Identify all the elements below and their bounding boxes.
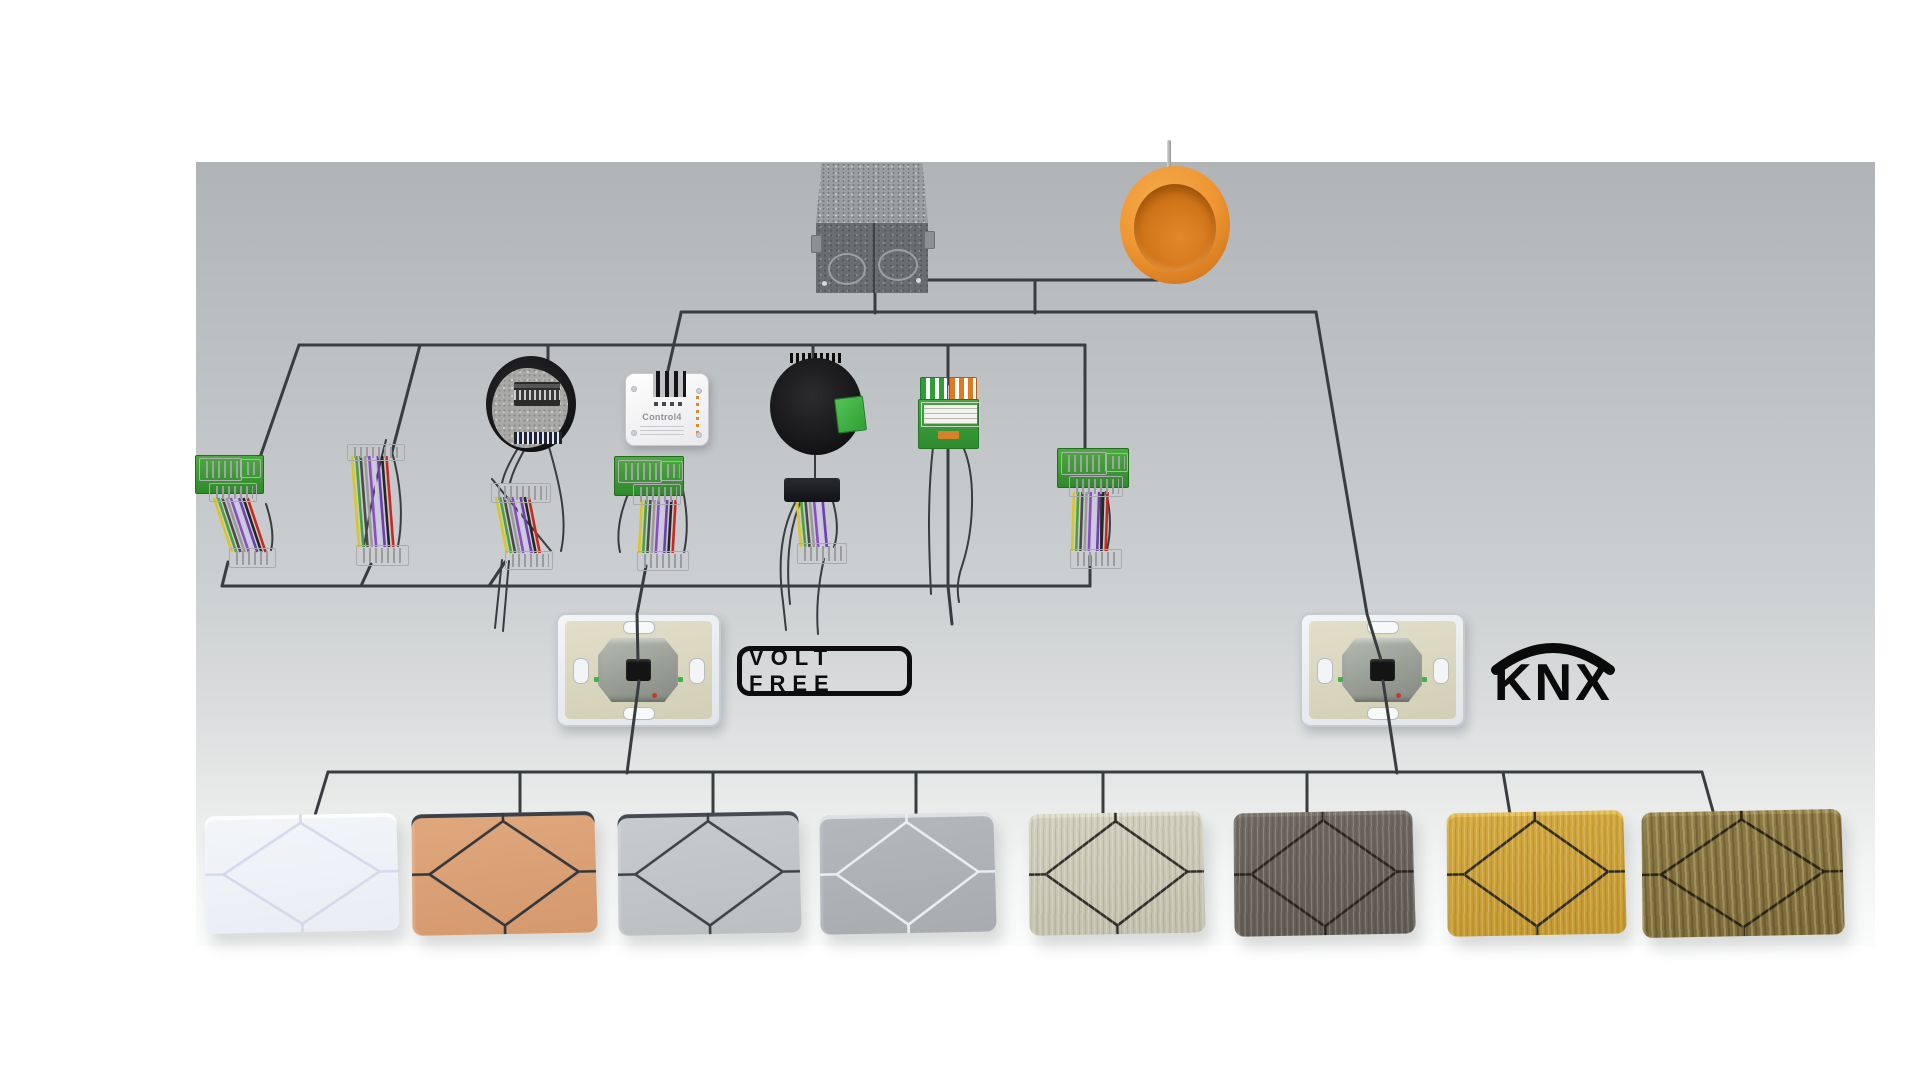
knockout-circle [878, 249, 918, 281]
screw-hole [631, 430, 637, 436]
faceplate-dark-bronze [1233, 810, 1416, 937]
screw-slot-left [1317, 658, 1333, 684]
faceplate-silver-grey [617, 811, 802, 936]
diamond-pattern [205, 813, 400, 934]
screw-hole [822, 281, 827, 286]
screw-slot-right [1433, 658, 1449, 684]
knx-arc [1491, 643, 1615, 675]
red-dot [1396, 693, 1401, 698]
control4-label: Control4 [642, 412, 682, 422]
barcode-label [921, 402, 980, 427]
wire-connector [491, 483, 551, 503]
screw-hole [696, 388, 702, 394]
black-connector-block [784, 478, 840, 502]
plate-hole-top [623, 621, 655, 634]
screw-hole [696, 432, 702, 438]
diamond-pattern [819, 812, 996, 935]
pin-header [618, 460, 662, 483]
screw-hole [631, 386, 637, 392]
red-dot [652, 693, 657, 698]
pin-header [1061, 452, 1107, 475]
faceplate-antique-bronze [1641, 808, 1845, 939]
wire-connector [633, 484, 681, 505]
screw-slot-right [689, 658, 705, 684]
plate-hole-bottom [623, 707, 655, 720]
green-terminal [833, 395, 868, 434]
wire-connector [505, 551, 553, 570]
mounting-lug [924, 231, 935, 249]
diamond-pattern [617, 811, 801, 936]
wire-connector [797, 543, 847, 564]
steel-back-box [811, 163, 935, 293]
wire-connector [1069, 476, 1123, 497]
steel-box-top-face [816, 163, 928, 223]
wire-connector [229, 548, 276, 568]
control4-module: Control4 [625, 371, 709, 446]
green-led [1338, 677, 1343, 682]
pin-strip [512, 430, 564, 446]
diamond-pattern [411, 811, 597, 936]
pin-header [240, 459, 261, 478]
screw-hole [916, 278, 921, 283]
knx-logo: KNX [1491, 643, 1615, 706]
pin-header [199, 458, 242, 481]
green-led [1422, 677, 1427, 682]
volt-free-badge: VOLT FREE [737, 645, 912, 696]
faceplate-white [204, 812, 400, 934]
pin-header [1105, 453, 1128, 472]
diamond-pattern [1642, 809, 1845, 938]
plate-hole-top [1367, 621, 1399, 634]
knockout-circle [828, 253, 866, 285]
led-column [696, 396, 699, 436]
terminal-block [651, 368, 688, 400]
center-connector [626, 659, 651, 681]
wire-connector [347, 444, 405, 461]
wire-connector [637, 551, 689, 571]
wire-connector [209, 483, 257, 502]
orange-cavity-back-box [1120, 140, 1232, 292]
orange-terminal-block [949, 377, 977, 402]
steel-box-front-face [816, 223, 928, 293]
wire-connector [356, 545, 409, 566]
volt-free-mounting-plate [556, 613, 721, 727]
orange-slot [938, 431, 959, 439]
faceplate-brass [1446, 810, 1627, 937]
diamond-pattern [1233, 810, 1415, 937]
green-led [594, 677, 599, 682]
wire-connector [1070, 549, 1122, 569]
plate-hole-bottom [1367, 707, 1399, 720]
screw-slot-left [573, 658, 589, 684]
volt-free-label: VOLT FREE [749, 645, 836, 696]
knx-logo-text: KNX [1494, 654, 1613, 706]
knx-mounting-plate [1300, 613, 1465, 727]
fine-print [640, 426, 684, 435]
diamond-pattern [1446, 810, 1626, 937]
faceplate-copper [411, 811, 598, 936]
terminal-dots [654, 402, 684, 406]
dip-connector [514, 382, 560, 406]
faceplate-brushed-nickel [1028, 811, 1206, 936]
faceplate-grey [819, 812, 997, 935]
box-seam [873, 223, 875, 293]
orange-box-cavity [1134, 184, 1216, 272]
center-connector [1370, 659, 1395, 681]
diamond-pattern [1028, 811, 1205, 936]
green-led [678, 677, 683, 682]
pin-header [660, 461, 683, 481]
mounting-lug [811, 235, 822, 253]
